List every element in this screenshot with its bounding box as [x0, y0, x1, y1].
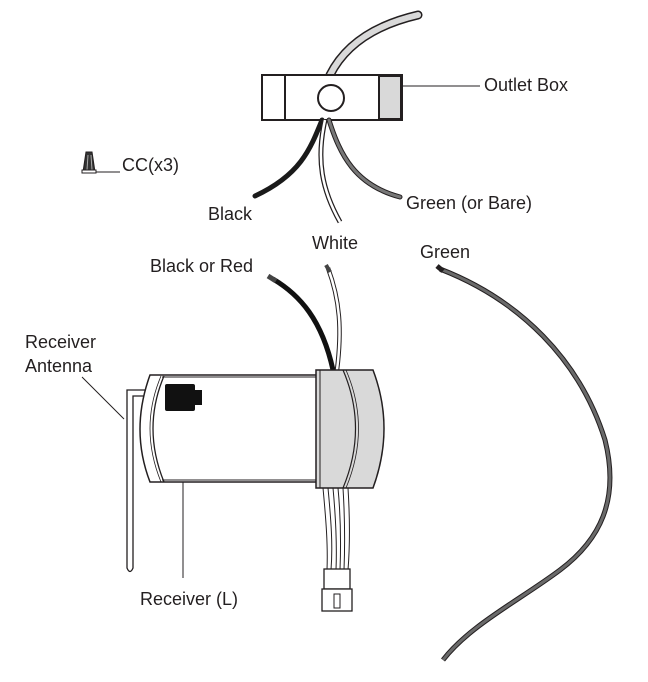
receiver-antenna [126, 389, 150, 573]
house-white-wire-fill [319, 119, 342, 223]
supply-cable [325, 10, 423, 80]
receiver-green-wire-tip [435, 264, 445, 273]
house-green-label: Green (or Bare) [406, 193, 532, 213]
house-green-wire-fill [327, 118, 402, 199]
wire-connector-label: CC(x3) [122, 155, 179, 175]
receiver-end-cap [315, 369, 385, 489]
house-black-label: Black [208, 204, 253, 224]
receiver-end-cap-curve [342, 369, 357, 489]
outlet-box-clamp [378, 75, 402, 120]
knockout-circle [317, 84, 345, 112]
receiver-black-red-wire-tip [266, 273, 278, 284]
receiver-green-wire [435, 264, 613, 662]
receiver-white-wire-fill [326, 267, 341, 371]
antenna-label-line2: Antenna [25, 356, 93, 376]
receiver-green-wire-fill [439, 267, 612, 661]
outlet-box [261, 10, 423, 121]
harness-plug-housing [323, 568, 351, 590]
receiver-top-wires [266, 264, 342, 371]
harness-wire [347, 487, 350, 571]
wire-connector-cap [82, 151, 96, 173]
receiver-dip-switch-tab [194, 390, 202, 405]
harness-wire [342, 487, 346, 571]
antenna-leader [81, 376, 125, 420]
house-white-label: White [312, 233, 358, 253]
receiver-black-red-wire [271, 276, 336, 371]
harness-wire [322, 487, 328, 571]
receiver-left-cap [152, 375, 165, 483]
receiver-black-red-label: Black or Red [150, 256, 253, 276]
harness-wire [337, 487, 342, 571]
receiver-green-wire-outline [439, 266, 613, 662]
receiver-white-wire-tip [324, 264, 332, 273]
receiver-dip-switch [165, 384, 195, 411]
receiver-green-label: Green [420, 242, 470, 262]
house-white-wire [318, 119, 343, 224]
harness-wire [332, 487, 337, 571]
receiver-left-cap-inner [149, 375, 162, 483]
wire-connector-base [81, 169, 97, 174]
receiver-harness [321, 487, 353, 612]
wire-connector-rib [86, 154, 89, 171]
harness-wire [327, 487, 333, 571]
wire-connector-icon [81, 151, 97, 174]
receiver-label: Receiver (L) [140, 589, 238, 609]
house-green-wire [326, 117, 403, 200]
outlet-box-label: Outlet Box [484, 75, 568, 95]
house-black-wire [252, 117, 325, 199]
supply-cable-fill [327, 12, 421, 78]
harness-plug-latch [333, 593, 341, 609]
house-wires [252, 117, 403, 224]
antenna-label-line1: Receiver [25, 332, 96, 352]
wire-connector-rib [90, 154, 93, 171]
receiver-end-cap-curve-inner [345, 369, 359, 489]
receiver-unit [126, 369, 385, 573]
